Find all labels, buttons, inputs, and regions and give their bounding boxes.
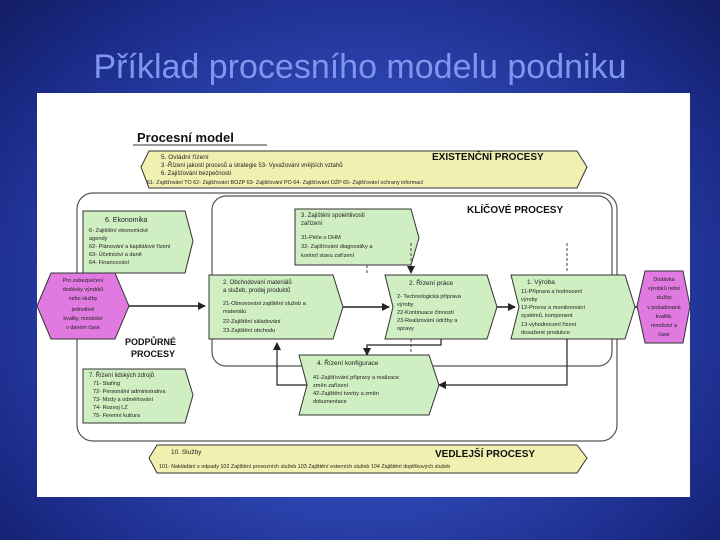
existencni-head2: 6. Zajišťování bezpečnosti	[161, 171, 231, 177]
output-hex-line: čase	[658, 332, 669, 338]
output-hexagon	[636, 270, 690, 344]
feedback-line	[363, 339, 442, 356]
obchod-line: 22-Zajištění skladování	[223, 319, 281, 325]
obchod-head: 2. Obchodování materiálů	[223, 279, 292, 286]
vedlejsi-head: 10. Služby	[171, 449, 202, 456]
slide-title: Příklad procesního modelu podniku	[93, 48, 627, 86]
output-hex-line: Dodávka	[653, 277, 674, 283]
output-hex-line: v požadované	[647, 305, 681, 311]
vyroba-line: výroby	[521, 297, 538, 303]
feedback-line	[273, 342, 307, 386]
input-hex-line: Pro zabezpečení	[63, 278, 104, 284]
input-hex-line: dodávky výrobků	[63, 286, 103, 293]
zajisteni-line: 32- Zajišťování diagnostiky a	[301, 244, 373, 250]
zajisteni-head2: zařízení	[301, 221, 323, 227]
podpurne-label-1: PODPŮRNÉ	[125, 336, 176, 347]
diagram-heading: Procesní model	[137, 130, 234, 145]
output-hex-line: výrobků nebo	[648, 285, 680, 292]
rizeni-prace-line: opravy	[397, 326, 414, 332]
vedlejsi-row: 101- Nakládání s odpady 102 Zajištění pr…	[159, 464, 450, 470]
ekonomika-line: 64- Financování	[89, 260, 130, 266]
podpurne-label-2: PROCESY	[131, 349, 175, 359]
output-hex-line: kvalitě,	[656, 314, 673, 320]
input-hex-line: kvality, množství	[63, 316, 103, 322]
lide-line: 71- Stafing	[93, 381, 120, 387]
ekonomika-head: 6. Ekonomika	[105, 217, 148, 224]
vyroba-box	[510, 274, 636, 340]
vedlejsi-label: VEDLEJŠÍ PROCESY	[435, 447, 535, 460]
vyroba-line: 13-vyhodnocení řízení	[521, 322, 577, 328]
lidske-zdroje-box	[82, 368, 194, 424]
output-hex-line: množství a	[651, 323, 677, 329]
vyroba-line: systémů, komponent	[521, 312, 573, 319]
obchod-line: 21-Obnovování zajištění služeb a	[223, 301, 307, 307]
vyroba-head: 1. Výroba	[527, 279, 555, 286]
rizeni-prace-line: 22-Kontinuace činností	[397, 310, 454, 316]
input-hexagon	[37, 272, 130, 340]
konfigurace-head: 4. Řízení konfigurace	[317, 358, 379, 367]
input-hex-line: nebo služby	[69, 296, 98, 302]
lide-line: 73- Mzdy a odměňování	[93, 397, 153, 403]
lide-line: 72- Personální administrativa	[93, 389, 166, 395]
ekonomika-line: 6- Zajištění ekonomické	[89, 228, 148, 234]
zajisteni-spolehlivosti-box	[294, 208, 420, 266]
konfigurace-line: dokumentace	[313, 399, 347, 405]
klicove-label: KLÍČOVÉ PROCESY	[467, 203, 563, 216]
obchodovani-box	[208, 274, 344, 340]
konfigurace-line: 42-Zajištění tvorby a změn	[313, 391, 379, 397]
existencni-head: 5. Ovládní řízení	[161, 154, 209, 161]
obchod-head2: a služeb, prodej produktů	[223, 287, 290, 294]
rizeni-prace-line: 2- Technologická příprava	[397, 294, 462, 300]
rizeni-prace-box	[384, 274, 498, 340]
existencni-banner	[140, 150, 588, 189]
rizeni-prace-line: 23-Realizování údržby a	[397, 318, 458, 324]
vedlejsi-banner	[148, 444, 588, 474]
existencni-label: EXISTENČNÍ PROCESY	[432, 150, 544, 163]
vyroba-line: 12-Provoz a monitorování	[521, 305, 585, 311]
konfigurace-line: změn zařízení	[313, 383, 349, 389]
lide-line: 75- Firemní kultura	[93, 413, 141, 419]
obchod-line: materiálu	[223, 309, 246, 315]
ekonomika-box	[82, 210, 194, 274]
vyroba-line: 11-Příprava a hodnocení	[521, 289, 583, 295]
vyroba-line: dosažené produkce	[521, 330, 570, 336]
existencni-row1: 3 -Řízení jakosti procesů a strategie 53…	[161, 161, 343, 169]
existencni-row2: 61- Zajišťování TO 62- Zajišťování BOZP …	[147, 178, 424, 186]
zajisteni-line: kontrol stavu zařízení	[301, 253, 355, 259]
input-hex-line: jednotlivé	[71, 307, 95, 313]
rizeni-prace-line: výroby	[397, 302, 414, 308]
ekonomika-line: 62- Plánování a kapitálové řízení	[89, 244, 171, 250]
zajisteni-line: 31-Péče o DHM	[301, 235, 341, 241]
input-hex-line: v daném čase	[66, 325, 100, 331]
obchod-line: 23-Zajištění obchodu	[223, 328, 275, 334]
process-model-diagram: Procesní model 5. Ovládní řízení 3 -Říze…	[37, 93, 690, 497]
rizeni-prace-head: 2. Řízení práce	[409, 278, 453, 287]
ekonomika-line: agendy	[89, 236, 108, 242]
konfigurace-line: 41-Zajišťování přípravy a realizace	[313, 375, 399, 381]
lide-line: 74- Rozvoj LZ	[93, 405, 128, 411]
output-hex-line: služby	[656, 295, 672, 301]
ekonomika-line: 63- Účetnictví a daně	[89, 251, 142, 258]
zajisteni-head: 3. Zajištění spolehlivosti	[301, 213, 365, 219]
lide-head: 7. Řízení lidských zdrojů	[89, 371, 154, 379]
feedback-line	[438, 339, 568, 389]
